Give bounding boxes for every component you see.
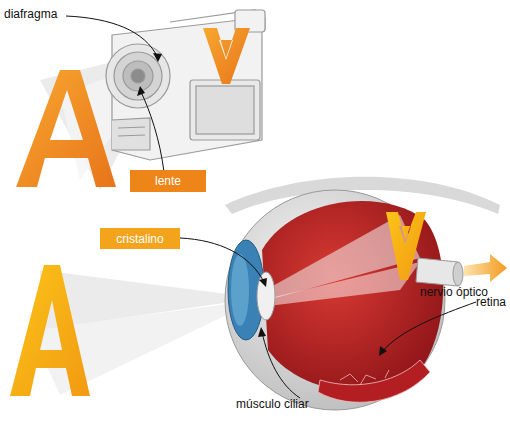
signal-arrow <box>464 254 507 282</box>
part-label: músculo ciliar <box>236 397 309 411</box>
letter-object <box>16 70 116 187</box>
crystalline-lens <box>257 272 275 320</box>
camcorder <box>106 10 265 160</box>
part-label: retina <box>476 295 506 309</box>
light-beam <box>262 262 420 306</box>
optic-nerve-end <box>453 262 463 286</box>
callout-box: cristalino <box>100 228 180 249</box>
leader-head <box>153 53 162 62</box>
callout-text: cristalino <box>116 232 163 246</box>
leader-lines <box>66 16 476 398</box>
letter-object <box>10 265 90 396</box>
eyeball <box>225 190 445 410</box>
retina-layer <box>318 360 430 402</box>
optic-nerve <box>416 258 458 286</box>
callout-text: lente <box>155 174 181 188</box>
leader-head <box>137 86 145 96</box>
callout-box: lente <box>130 170 206 192</box>
leader-head <box>379 346 387 356</box>
eye-interior <box>262 201 443 391</box>
part-label: diafragma <box>4 7 57 21</box>
inverted-letter-image <box>203 28 250 84</box>
leader-head <box>259 278 267 287</box>
cornea-highlight <box>231 254 249 326</box>
vessels <box>340 370 389 385</box>
leader-head <box>258 327 266 337</box>
